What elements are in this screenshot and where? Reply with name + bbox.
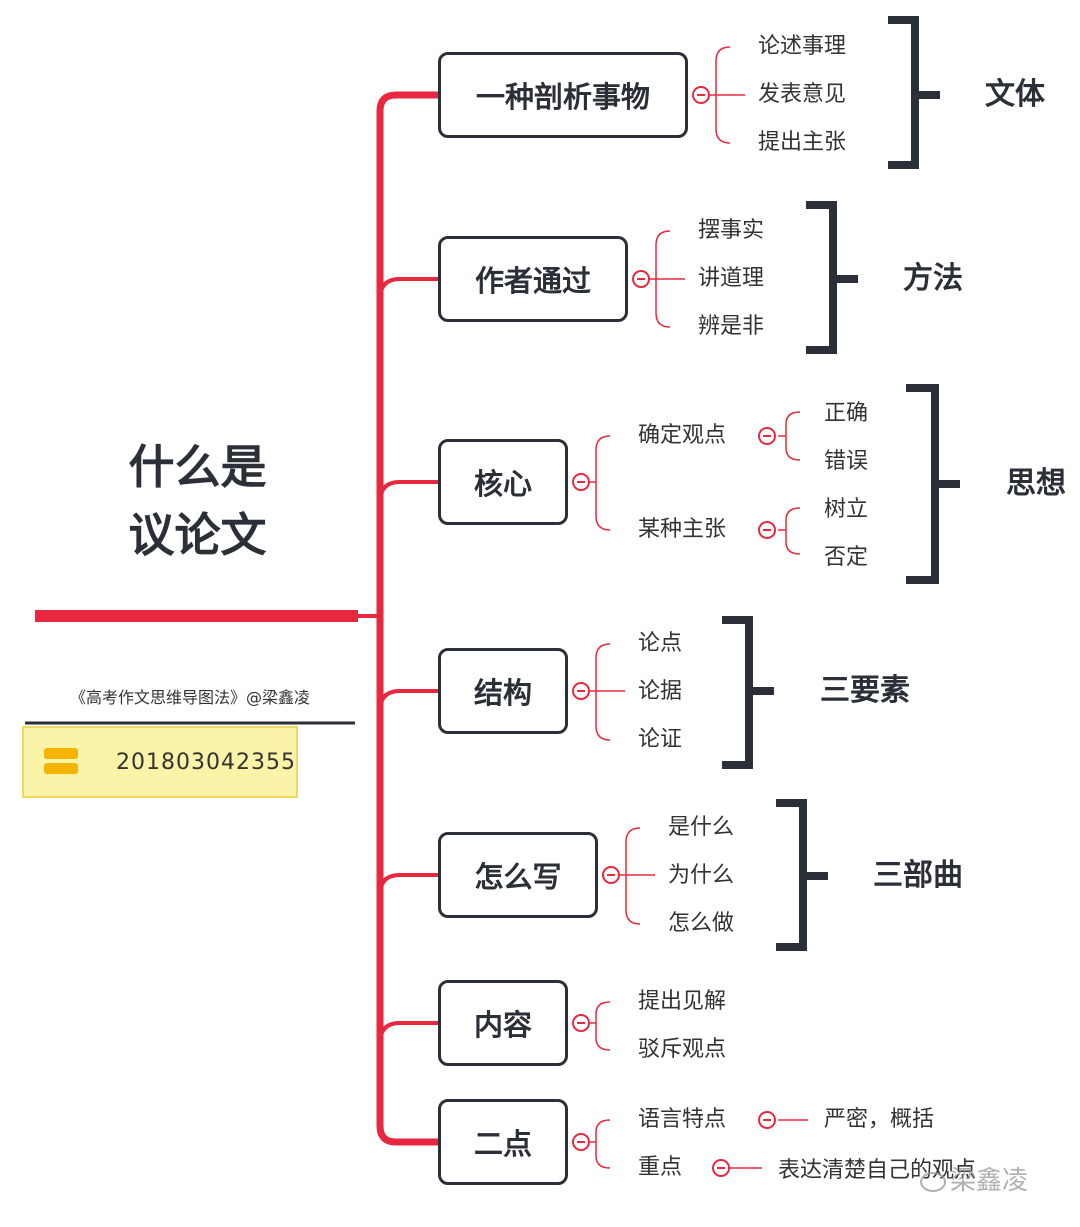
category-label: 文体 <box>985 77 1045 112</box>
branch-stub-2 <box>378 480 438 503</box>
branch-stub-3 <box>378 689 438 712</box>
collapse-icon[interactable] <box>712 1159 730 1177</box>
branch-node-2[interactable]: 作者通过 <box>438 236 628 322</box>
leaf-item: 发表意见 <box>758 82 847 107</box>
watermark-text: 梁鑫凌 <box>950 1166 1029 1196</box>
leaf-item: 论证 <box>638 727 683 752</box>
stamp-id: 201803042355 <box>116 749 296 775</box>
leaf-item: 树立 <box>824 497 869 522</box>
source-credit: 《高考作文思维导图法》@梁鑫凌 <box>69 688 310 707</box>
collapse-icon[interactable] <box>572 1133 590 1151</box>
root-title-line2: 议论文 <box>128 508 267 562</box>
leaf-item: 提出主张 <box>758 130 847 155</box>
branch-node-1[interactable]: 一种剖析事物 <box>438 52 688 138</box>
category-label: 三要素 <box>820 673 910 708</box>
branch-stub-5 <box>378 1021 438 1044</box>
leaf-group-label: 某种主张 <box>638 517 727 542</box>
collapse-icon[interactable] <box>758 427 776 445</box>
leaf-item: 论点 <box>638 631 683 656</box>
collapse-icon[interactable] <box>572 473 590 491</box>
leaf-item: 为什么 <box>668 863 735 888</box>
category-bracket-1 <box>888 16 940 169</box>
leaf-item: 是什么 <box>668 815 735 840</box>
category-bracket-2 <box>806 201 858 354</box>
root-title-line1: 什么是 <box>128 440 267 494</box>
leaf-item: 讲道理 <box>698 266 765 291</box>
category-label: 三部曲 <box>873 858 963 893</box>
leaf-item: 驳斥观点 <box>638 1037 727 1062</box>
leaf-group-label: 确定观点 <box>638 423 727 448</box>
branch-node-3[interactable]: 核心 <box>438 439 568 525</box>
collapse-icon[interactable] <box>758 1111 776 1129</box>
leaf-item: 摆事实 <box>698 218 765 243</box>
leaf-item: 怎么做 <box>668 911 735 936</box>
leaf-item: 否定 <box>824 545 869 570</box>
category-bracket-4 <box>722 616 774 769</box>
collapse-icon[interactable] <box>572 1014 590 1032</box>
id-stamp: 201803042355 <box>22 726 298 798</box>
category-label: 思想 <box>1006 466 1066 501</box>
collapse-icon[interactable] <box>632 270 650 288</box>
leaf-item: 论据 <box>638 679 683 704</box>
wechat-icon <box>920 1171 946 1192</box>
collapse-icon[interactable] <box>758 521 776 539</box>
branch-node-4[interactable]: 结构 <box>438 648 568 734</box>
collapse-icon[interactable] <box>572 682 590 700</box>
category-bracket-3 <box>906 384 960 584</box>
leaf-group-label: 语言特点 <box>638 1107 727 1132</box>
category-bracket-5 <box>776 799 828 951</box>
branch-node-6[interactable]: 内容 <box>438 980 568 1066</box>
leaf-item: 辨是非 <box>698 314 765 339</box>
collapse-icon[interactable] <box>692 86 710 104</box>
leaf-item: 论述事理 <box>758 34 847 59</box>
leaf-group-label: 重点 <box>638 1155 683 1180</box>
branch-node-7[interactable]: 二点 <box>438 1099 568 1185</box>
stack-icon <box>44 748 78 776</box>
branch-node-5[interactable]: 怎么写 <box>438 832 598 918</box>
leaf-item: 严密，概括 <box>824 1107 935 1132</box>
main-trunk <box>376 91 438 1146</box>
branch-stub-1 <box>378 277 438 300</box>
leaf-item: 错误 <box>824 449 869 474</box>
leaf-item: 正确 <box>824 401 869 426</box>
category-label: 方法 <box>903 261 963 296</box>
leaf-item: 提出见解 <box>638 989 727 1014</box>
branch-stub-4 <box>378 873 438 896</box>
collapse-icon[interactable] <box>602 866 620 884</box>
watermark: 梁鑫凌 <box>920 1160 1028 1197</box>
